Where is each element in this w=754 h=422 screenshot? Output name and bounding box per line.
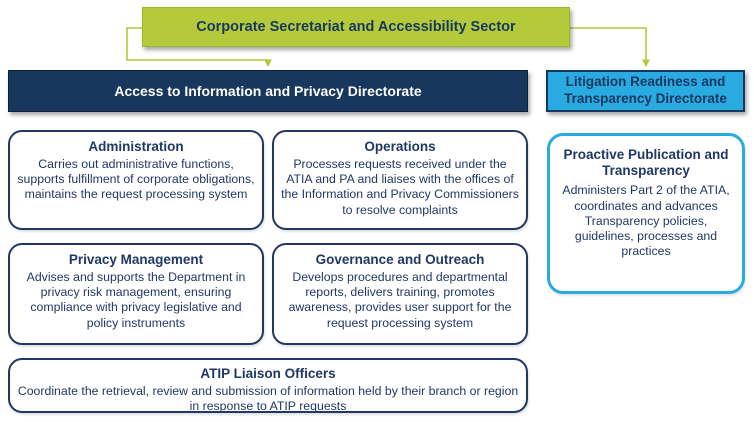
unit-atip-liaison: ATIP Liaison Officers Coordinate the ret…: [8, 358, 528, 413]
unit-privacy-management: Privacy Management Advises and supports …: [8, 243, 264, 345]
unit-administration-title: Administration: [88, 139, 184, 154]
unit-proactive-publication-body: Administers Part 2 of the ATIA, coordina…: [562, 183, 730, 259]
unit-governance-outreach: Governance and Outreach Develops procedu…: [272, 243, 528, 345]
unit-governance-outreach-title: Governance and Outreach: [315, 252, 485, 267]
unit-privacy-management-title: Privacy Management: [68, 252, 204, 267]
atip-directorate-label: Access to Information and Privacy Direct…: [114, 83, 422, 99]
unit-privacy-management-body: Advises and supports the Department in p…: [26, 270, 246, 330]
unit-atip-liaison-title: ATIP Liaison Officers: [200, 366, 336, 381]
atip-directorate-header: Access to Information and Privacy Direct…: [8, 70, 528, 112]
unit-operations-body: Processes requests received under the AT…: [281, 157, 519, 217]
litigation-directorate-header: Litigation Readiness and Transparency Di…: [546, 70, 745, 112]
unit-proactive-publication-title: Proactive Publication and Transparency: [563, 147, 729, 179]
unit-atip-liaison-body: Coordinate the retrieval, review and sub…: [17, 384, 519, 414]
unit-administration-body: Carries out administrative functions, su…: [17, 157, 255, 202]
litigation-directorate-label: Litigation Readiness and Transparency Di…: [564, 74, 727, 106]
unit-operations: Operations Processes requests received u…: [272, 130, 528, 230]
right-connector-line: [570, 27, 647, 60]
unit-operations-title: Operations: [364, 139, 436, 154]
right-connector-arrow-icon: [642, 59, 650, 67]
sector-title: Corporate Secretariat and Accessibility …: [196, 19, 516, 35]
unit-administration: Administration Carries out administrativ…: [8, 130, 264, 230]
unit-governance-outreach-body: Develops procedures and departmental rep…: [288, 270, 512, 330]
sector-header: Corporate Secretariat and Accessibility …: [142, 7, 570, 47]
left-connector-arrow-icon: [264, 59, 272, 67]
unit-proactive-publication: Proactive Publication and Transparency A…: [547, 133, 745, 294]
